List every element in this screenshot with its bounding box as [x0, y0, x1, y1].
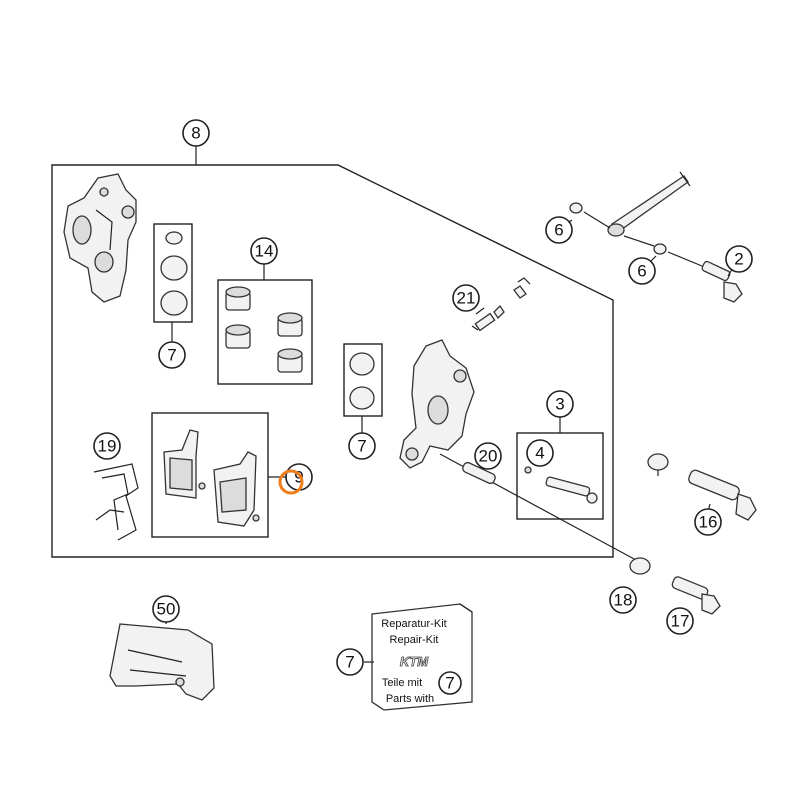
kit-line-1: Reparatur-Kit — [381, 618, 446, 630]
seal-kit-middle — [343, 343, 383, 433]
callout-18[interactable]: 18 — [609, 586, 637, 614]
callout-7-kit-inner[interactable]: 7 — [438, 671, 462, 695]
svg-text:2: 2 — [734, 250, 743, 269]
callout-50[interactable]: 50 — [152, 595, 180, 623]
assembly-frame — [51, 164, 614, 558]
repair-kit-box: Reparatur-Kit Repair-Kit KTM Teile mit P… — [364, 603, 473, 711]
svg-text:14: 14 — [255, 242, 274, 261]
svg-text:21: 21 — [457, 289, 476, 308]
bleeder-valve — [471, 277, 531, 332]
bolt-17 — [629, 557, 721, 615]
callout-9-highlight — [278, 469, 304, 495]
svg-text:7: 7 — [345, 653, 354, 672]
callout-6-bottom[interactable]: 6 — [628, 257, 656, 285]
callout-3[interactable]: 3 — [546, 390, 574, 418]
kit-line-2: Repair-Kit — [390, 634, 439, 646]
callout-17[interactable]: 17 — [666, 607, 694, 635]
svg-text:7: 7 — [357, 437, 366, 456]
svg-text:19: 19 — [98, 437, 117, 456]
svg-text:4: 4 — [535, 444, 544, 463]
brake-guard — [109, 615, 215, 701]
callout-14[interactable]: 14 — [250, 237, 278, 265]
callout-21[interactable]: 21 — [452, 284, 480, 312]
callout-20[interactable]: 20 — [474, 442, 502, 470]
callout-7-middle[interactable]: 7 — [348, 432, 376, 460]
svg-text:18: 18 — [614, 591, 633, 610]
svg-text:6: 6 — [554, 221, 563, 240]
callout-7-kit[interactable]: 7 — [336, 648, 364, 676]
svg-text:16: 16 — [699, 513, 718, 532]
svg-text:17: 17 — [671, 612, 690, 631]
svg-text:7: 7 — [167, 346, 176, 365]
guide-pin — [462, 461, 496, 485]
bolt-16 — [647, 453, 757, 521]
anti-rattle-spring — [93, 463, 139, 541]
callout-2[interactable]: 2 — [725, 245, 753, 273]
svg-text:20: 20 — [479, 447, 498, 466]
brake-pad-set — [151, 412, 286, 538]
callout-9[interactable]: 9 — [285, 463, 313, 491]
svg-text:8: 8 — [191, 124, 200, 143]
seal-kit-left — [153, 223, 193, 343]
svg-text:3: 3 — [555, 395, 564, 414]
mounting-axle — [569, 171, 743, 303]
caliper-carrier — [399, 339, 637, 561]
callout-8[interactable]: 8 — [182, 119, 210, 147]
svg-text:9: 9 — [294, 468, 303, 487]
kit-line-3: Teile mit — [382, 677, 422, 689]
kit-logo: KTM — [400, 654, 429, 669]
svg-text:50: 50 — [157, 600, 176, 619]
svg-text:7: 7 — [445, 674, 454, 693]
callout-19[interactable]: 19 — [93, 432, 121, 460]
caliper-housing-left — [63, 173, 137, 303]
svg-text:6: 6 — [637, 262, 646, 281]
callout-6-top[interactable]: 6 — [545, 216, 573, 244]
pin-kit-box — [516, 417, 604, 520]
callout-7-left[interactable]: 7 — [158, 341, 186, 369]
callout-16[interactable]: 16 — [694, 508, 722, 536]
piston-set — [217, 263, 313, 385]
callout-4[interactable]: 4 — [526, 439, 554, 467]
kit-line-4: Parts with — [386, 693, 434, 705]
